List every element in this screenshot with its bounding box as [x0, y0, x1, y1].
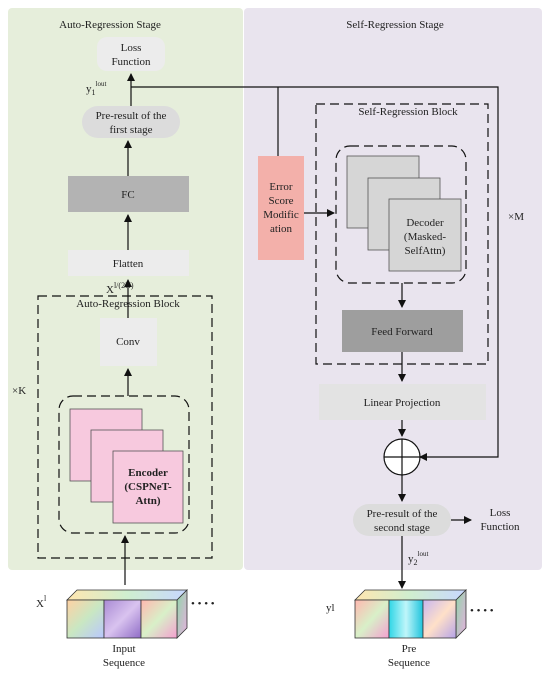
decoder-label-1: Decoder [406, 217, 444, 229]
repeat-k-label: ×K [12, 385, 26, 397]
decoder-label-3: SelfAttn) [405, 245, 446, 257]
error-score-modification [258, 156, 304, 260]
pre-cell-1 [354, 599, 390, 639]
svg-text:y2lout: y2lout [408, 550, 428, 567]
flatten-layer [68, 250, 189, 276]
svg-text:Xl/(2N): Xl/(2N) [106, 281, 134, 296]
error-score-line3: Modific [263, 209, 299, 221]
input-caption-line2: Sequence [103, 657, 145, 669]
loss-function-top-line1: Loss [121, 42, 142, 54]
decoder-layer-1 [388, 198, 462, 272]
linear-projection-layer [319, 384, 486, 420]
pre-result-first-line2: first stage [109, 124, 152, 136]
repeat-m-label: ×M [508, 211, 524, 223]
pre-result-second-line2: second stage [374, 522, 430, 534]
x-l-2n-label: Xl/(2N) [106, 281, 134, 296]
conv-label: Conv [116, 336, 140, 348]
x-l-label: Xl [36, 594, 47, 610]
loss-function-top-line2: Function [111, 56, 151, 68]
fc-label: FC [121, 189, 134, 201]
pre-result-first-stage [82, 106, 180, 138]
pre-dots: • • • • [470, 605, 494, 617]
loss-function-top [97, 37, 165, 71]
yl-label: yl [326, 602, 335, 614]
input-cell-3 [140, 599, 178, 639]
encoder-group [58, 395, 190, 534]
self-block-title: Self-Regression Block [358, 106, 458, 118]
y1-lout-label: y1lout [86, 80, 106, 97]
encoder-label-3: Attn) [135, 495, 160, 507]
input-caption-line1: Input [112, 643, 135, 655]
flatten-label: Flatten [113, 258, 144, 270]
fc-layer [68, 176, 189, 212]
error-score-line4: ation [270, 223, 292, 235]
self-stage-title: Self-Regression Stage [346, 19, 444, 31]
auto-regression-stage-panel [8, 8, 243, 570]
feed-forward-label: Feed Forward [371, 326, 433, 338]
encoder-layer-1 [112, 450, 184, 524]
y2-lout-label: y2lout [408, 550, 428, 567]
pre-cell-3 [422, 599, 457, 639]
svg-text:y1lout: y1lout [86, 80, 106, 97]
error-score-line2: Score [268, 195, 293, 207]
pre-caption-line2: Sequence [388, 657, 430, 669]
input-cell-1 [66, 599, 105, 639]
pre-result-first-line1: Pre-result of the [96, 110, 167, 122]
conv-layer [100, 318, 157, 366]
pre-result-second-line1: Pre-result of the [367, 508, 438, 520]
loss-function-right-line2: Function [480, 521, 520, 533]
pre-result-second-stage [353, 504, 451, 536]
error-score-line1: Error [269, 181, 293, 193]
pre-caption-line1: Pre [402, 643, 417, 655]
decoder-label-2: (Masked- [404, 231, 446, 243]
linear-projection-label: Linear Projection [364, 397, 441, 409]
decoder-group [335, 145, 467, 284]
input-cell-2 [103, 599, 142, 639]
svg-text:Xl: Xl [36, 594, 47, 610]
encoder-label-2: (CSPNeT- [124, 481, 172, 493]
sum-node [383, 438, 421, 476]
input-dots: • • • • [191, 598, 215, 610]
input-sequence-blocks [66, 589, 188, 639]
loss-function-right-line1: Loss [490, 507, 511, 519]
pre-cell-2 [388, 599, 424, 639]
pre-sequence-blocks [354, 589, 467, 639]
self-regression-stage-panel [244, 8, 542, 570]
feed-forward-layer [342, 310, 463, 352]
auto-stage-title: Auto-Regression Stage [59, 19, 161, 31]
encoder-label-1: Encoder [128, 467, 168, 479]
